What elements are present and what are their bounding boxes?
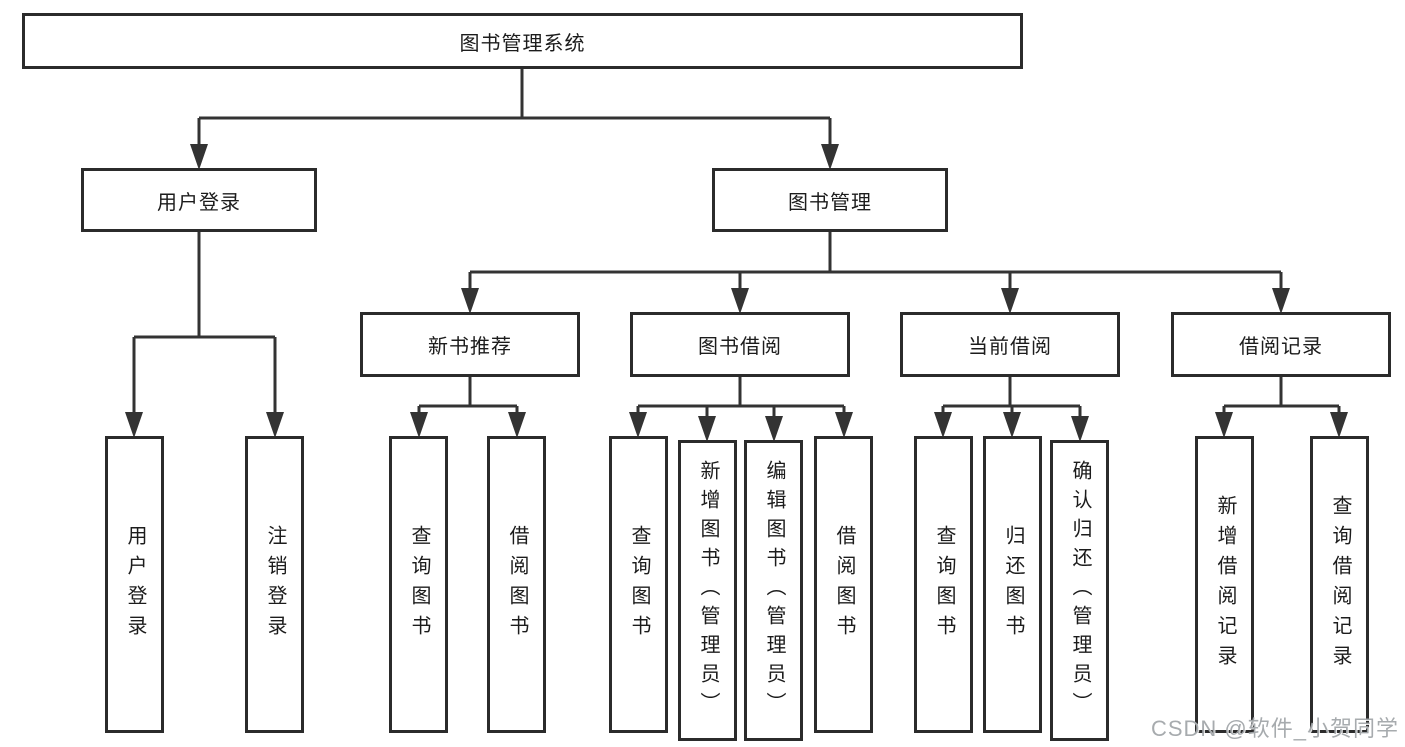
leaf-label: 查询图书 bbox=[408, 524, 430, 645]
connector-root-lines bbox=[197, 69, 832, 146]
leaf-confirm-return-admin: 确认归还（管理员） bbox=[1050, 440, 1109, 741]
arrowheads-icon bbox=[125, 412, 284, 438]
leaf-label: 借阅图书 bbox=[506, 524, 528, 645]
leaf-search-books: 查询图书 bbox=[914, 436, 973, 733]
leaf-add-borrow-record: 新增借阅记录 bbox=[1195, 436, 1254, 733]
leaf-label: 归还图书 bbox=[1002, 524, 1024, 645]
leaf-label: 查询图书 bbox=[628, 524, 650, 645]
leaf-borrow-books: 借阅图书 bbox=[814, 436, 873, 733]
node-borrowing-records: 借阅记录 bbox=[1171, 312, 1391, 377]
leaf-borrow-books: 借阅图书 bbox=[487, 436, 546, 733]
leaf-search-books: 查询图书 bbox=[609, 436, 668, 733]
leaf-label: 编辑图书（管理员） bbox=[763, 460, 785, 721]
leaf-label: 借阅图书 bbox=[833, 524, 855, 645]
arrowheads-icon bbox=[934, 412, 1089, 442]
leaf-label: 查询借阅记录 bbox=[1329, 494, 1351, 675]
leaf-search-books: 查询图书 bbox=[389, 436, 448, 733]
arrowheads-icon bbox=[410, 412, 526, 438]
node-book-management: 图书管理 bbox=[712, 168, 948, 232]
leaf-label: 查询图书 bbox=[933, 524, 955, 645]
connector-new-book-lines bbox=[417, 377, 519, 414]
node-label: 用户登录 bbox=[157, 191, 241, 214]
arrowheads-icon bbox=[190, 144, 839, 170]
node-label: 当前借阅 bbox=[968, 336, 1052, 358]
node-label: 图书管理系统 bbox=[459, 32, 586, 55]
node-label: 借阅记录 bbox=[1239, 336, 1323, 358]
connector-user-login-split bbox=[125, 232, 284, 438]
node-current-borrowing: 当前借阅 bbox=[900, 312, 1120, 377]
connector-borrow-records-split bbox=[1215, 377, 1348, 438]
node-label: 新书推荐 bbox=[428, 336, 512, 358]
connector-book-borrow-split bbox=[629, 377, 853, 442]
watermark: CSDN @软件_小贺同学 bbox=[1150, 716, 1399, 741]
leaf-user-login: 用户登录 bbox=[105, 436, 164, 733]
node-label: 图书借阅 bbox=[698, 336, 782, 358]
node-root: 图书管理系统 bbox=[22, 13, 1023, 69]
node-new-book-recommendation: 新书推荐 bbox=[360, 312, 580, 377]
connector-new-book-split bbox=[410, 377, 526, 438]
node-book-borrowing: 图书借阅 bbox=[630, 312, 850, 377]
arrowheads-icon bbox=[1215, 412, 1348, 438]
leaf-label: 注销登录 bbox=[264, 524, 286, 645]
connector-book-management-split bbox=[461, 232, 1290, 314]
leaf-label: 新增图书（管理员） bbox=[697, 460, 719, 721]
connector-borrow-records-lines bbox=[1222, 377, 1341, 414]
connector-current-borrow-lines bbox=[941, 377, 1082, 418]
node-user-login: 用户登录 bbox=[81, 168, 317, 232]
leaf-return-books: 归还图书 bbox=[983, 436, 1042, 733]
leaf-logout-login: 注销登录 bbox=[245, 436, 304, 733]
connector-book-borrow-lines bbox=[636, 377, 846, 418]
connector-user-login-lines bbox=[132, 232, 277, 414]
leaf-label: 用户登录 bbox=[124, 524, 146, 645]
leaf-label: 新增借阅记录 bbox=[1214, 494, 1236, 675]
leaf-search-borrow-record: 查询借阅记录 bbox=[1310, 436, 1369, 733]
connector-current-borrow-split bbox=[934, 377, 1089, 442]
connector-book-management-lines bbox=[468, 232, 1283, 290]
connector-root-split bbox=[190, 69, 839, 170]
node-label: 图书管理 bbox=[788, 191, 872, 214]
leaf-add-book-admin: 新增图书（管理员） bbox=[678, 440, 737, 741]
leaf-label: 确认归还（管理员） bbox=[1069, 460, 1091, 721]
leaf-edit-book-admin: 编辑图书（管理员） bbox=[744, 440, 803, 741]
arrowheads-icon bbox=[461, 288, 1290, 314]
